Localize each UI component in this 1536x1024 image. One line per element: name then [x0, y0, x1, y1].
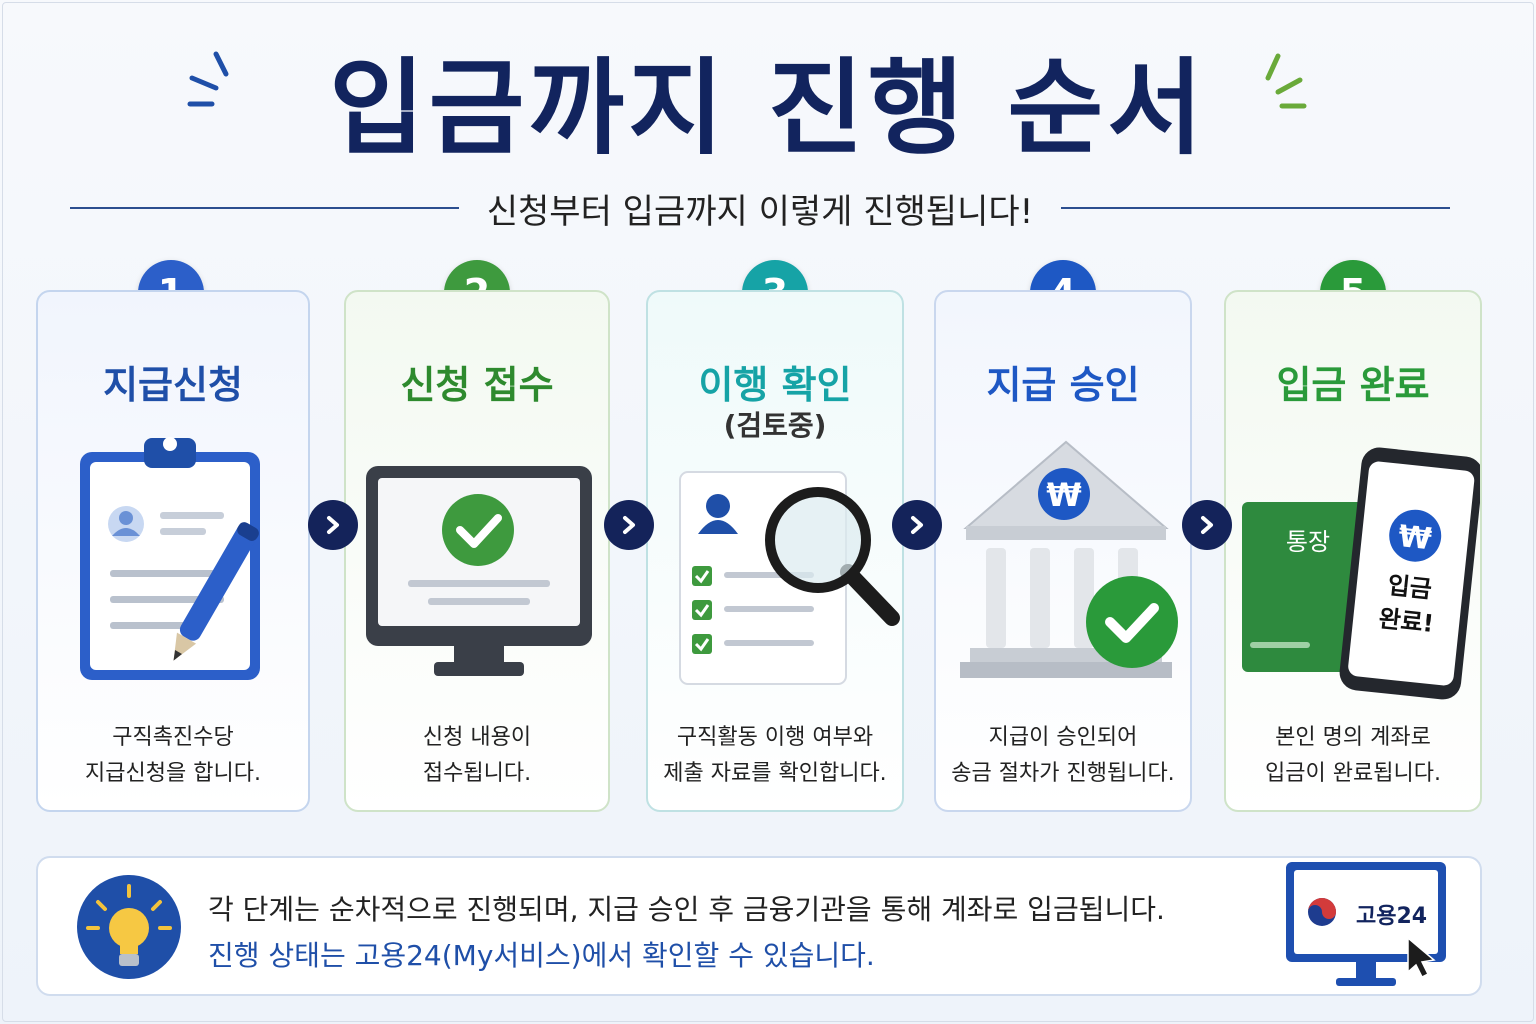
step-3-desc-line1: 구직활동 이행 여부와	[676, 725, 874, 750]
lightbulb-icon	[77, 875, 181, 979]
step-3-description: 구직활동 이행 여부와 제출 자료를 확인합니다.	[648, 720, 902, 792]
step-3-desc-line2: 제출 자료를 확인합니다.	[663, 761, 887, 786]
step-1-card: 지급신청 구직촉진수당 지급신청을 합니다.	[36, 290, 310, 812]
step-2-desc-line1: 신청 내용이	[422, 725, 532, 750]
step-4-desc-line2: 송금 절차가 진행됩니다.	[951, 761, 1175, 786]
left-spark-icon	[187, 51, 229, 107]
subtitle-row: 신청부터 입금까지 이렇게 진행됩니다!	[70, 186, 1451, 232]
step-5-desc-line1: 본인 명의 계좌로	[1275, 725, 1431, 750]
step-3-subtitle: (검토중)	[723, 409, 827, 442]
step-1-title: 지급신청	[103, 363, 243, 407]
step-5-desc-line2: 입금이 완료됩니다.	[1265, 761, 1441, 786]
monitor-icon	[1286, 862, 1446, 986]
step-5-description: 본인 명의 계좌로 입금이 완료됩니다.	[1226, 720, 1480, 792]
step-4-title: 지급 승인	[986, 363, 1140, 407]
step-4-card: 지급 승인 ₩ 지급이 승인되어 송금 절차가 진행됩니다.	[934, 290, 1192, 812]
step-4-description: 지급이 승인되어 송금 절차가 진행됩니다.	[936, 720, 1190, 792]
info-text-line1: 각 단계는 순차적으로 진행되며, 지급 승인 후 금융기관을 통해 계좌로 입…	[208, 893, 1165, 926]
step-3-card: 이행 확인 (검토중) 구직활동 이행 여부와 제출 자료를 확인합니다.	[646, 290, 904, 812]
step-arrow-2-icon	[604, 500, 654, 550]
step-arrow-4-icon	[1182, 500, 1232, 550]
phone-won-symbol: ₩	[1397, 519, 1434, 557]
goyong24-brand: 고용24	[1356, 904, 1428, 929]
step-5-title: 입금 완료	[1276, 363, 1430, 407]
clipboard-pen-icon	[80, 437, 260, 680]
right-spark-icon	[1265, 53, 1307, 109]
goyong24-monitor[interactable]: 고용24	[1284, 860, 1454, 998]
monitor-check-icon	[366, 466, 592, 676]
step-2-title: 신청 접수	[400, 363, 554, 407]
info-text-line2: 진행 상태는 고용24(My서비스)에서 확인할 수 있습니다.	[208, 939, 875, 972]
step-arrow-3-icon	[892, 500, 942, 550]
phone-passbook-icon: 통장 ₩ 입금 완료!	[1242, 447, 1480, 700]
phone-text-line2: 완료!	[1377, 604, 1435, 638]
passbook-label: 통장	[1286, 528, 1330, 556]
step-5-card: 입금 완료 통장 ₩ 입금 완료! 본인 명의 계좌로 입금이 완료됩니다.	[1224, 290, 1482, 812]
step-1-desc-line1: 구직촉진수당	[112, 725, 234, 750]
phone-text-line1: 입금	[1386, 571, 1433, 603]
step-2-desc-line2: 접수됩니다.	[422, 761, 532, 786]
page-title: 입금까지 진행 순서	[329, 47, 1207, 169]
subtitle-divider-left	[70, 207, 459, 209]
step-3-title: 이행 확인	[698, 363, 852, 407]
page-subtitle: 신청부터 입금까지 이렇게 진행됩니다!	[486, 191, 1034, 232]
step-2-card: 신청 접수 신청 내용이 접수됩니다.	[344, 290, 610, 812]
step-arrow-1-icon	[308, 500, 358, 550]
bank-won-symbol: ₩	[1046, 476, 1081, 514]
step-1-desc-line2: 지급신청을 합니다.	[85, 761, 261, 786]
bank-check-icon: ₩	[960, 440, 1178, 678]
info-box: 각 단계는 순차적으로 진행되며, 지급 승인 후 금융기관을 통해 계좌로 입…	[36, 856, 1482, 996]
subtitle-divider-right	[1061, 207, 1451, 209]
step-1-description: 구직촉진수당 지급신청을 합니다.	[38, 720, 308, 792]
step-4-desc-line1: 지급이 승인되어	[988, 725, 1138, 750]
step-2-description: 신청 내용이 접수됩니다.	[346, 720, 608, 792]
document-magnifier-icon	[679, 471, 900, 685]
